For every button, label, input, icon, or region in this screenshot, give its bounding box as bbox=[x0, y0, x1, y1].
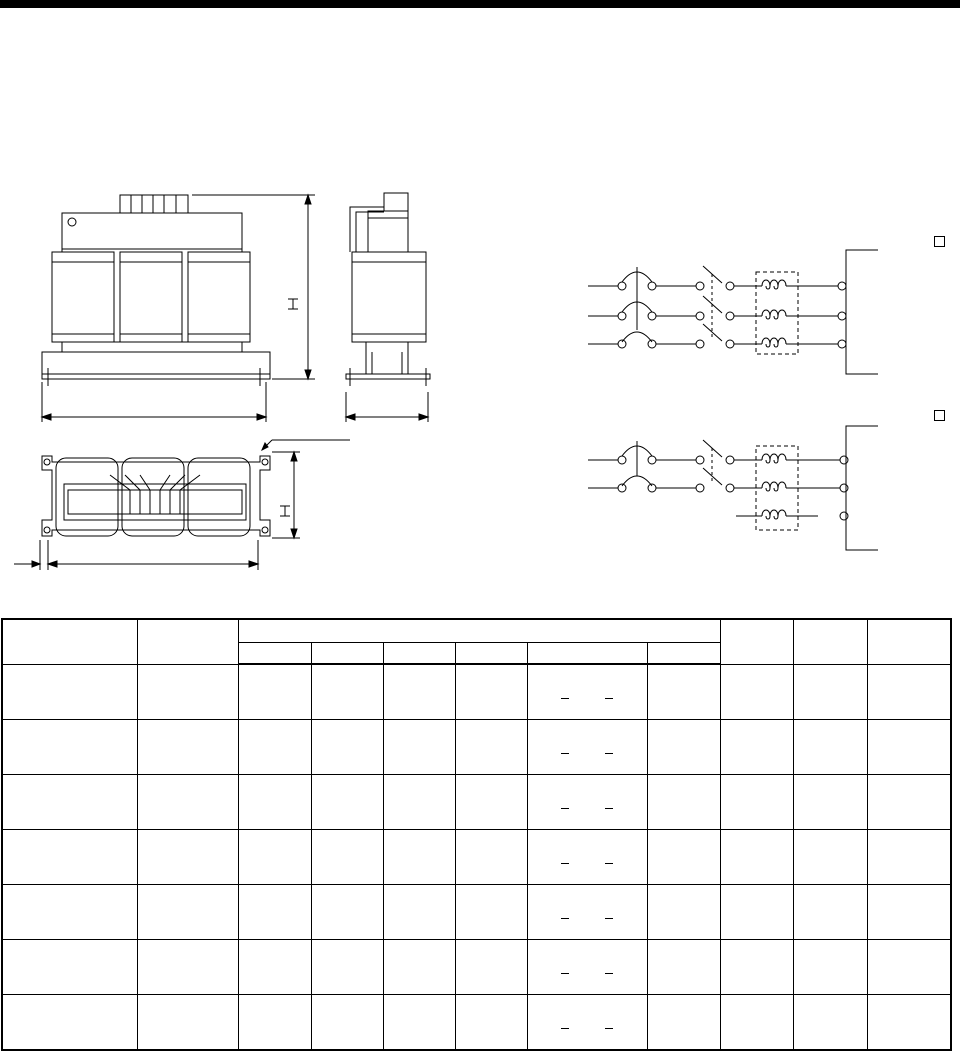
header-wire bbox=[866, 618, 952, 665]
dash-mark bbox=[561, 973, 569, 975]
three-phase-wiring-diagram bbox=[588, 249, 878, 375]
dash-mark bbox=[561, 1028, 569, 1030]
header-dim-2 bbox=[310, 642, 384, 665]
header-dim-6 bbox=[646, 642, 721, 665]
table-row bbox=[1, 663, 952, 720]
table-row bbox=[1, 829, 952, 885]
header-dim-4 bbox=[454, 642, 528, 665]
square-marker-icon bbox=[934, 410, 945, 421]
dash-mark bbox=[561, 918, 569, 920]
header-dim-1 bbox=[237, 642, 312, 665]
dash-mark bbox=[605, 918, 613, 920]
table-row bbox=[1, 774, 952, 830]
header-bar bbox=[0, 0, 960, 8]
specification-table bbox=[1, 618, 953, 1051]
header-dim-5 bbox=[526, 642, 648, 665]
dash-mark bbox=[561, 753, 569, 755]
table-row bbox=[1, 884, 952, 940]
header-dim-3 bbox=[382, 642, 456, 665]
dash-mark bbox=[605, 1028, 613, 1030]
dash-mark bbox=[605, 753, 613, 755]
dash-mark bbox=[605, 698, 613, 700]
header-terminal bbox=[719, 618, 794, 665]
dash-mark bbox=[561, 808, 569, 810]
header-mass bbox=[792, 618, 868, 665]
technical-drawings bbox=[14, 192, 878, 570]
single-phase-wiring-diagram bbox=[588, 425, 878, 551]
reactor-top-view-drawing bbox=[14, 439, 350, 570]
dash-mark bbox=[605, 973, 613, 975]
header-dimensions bbox=[237, 618, 721, 643]
header-model bbox=[1, 618, 138, 665]
square-marker-icon bbox=[934, 236, 945, 247]
reactor-side-view-drawing bbox=[344, 192, 431, 422]
dash-mark bbox=[561, 698, 569, 700]
table-row bbox=[1, 719, 952, 775]
table-row bbox=[1, 939, 952, 995]
dash-mark bbox=[605, 808, 613, 810]
table-row bbox=[1, 994, 952, 1051]
dash-mark bbox=[561, 863, 569, 865]
reactor-front-view-drawing bbox=[40, 193, 315, 422]
header-capacity bbox=[136, 618, 239, 665]
dash-mark bbox=[605, 863, 613, 865]
